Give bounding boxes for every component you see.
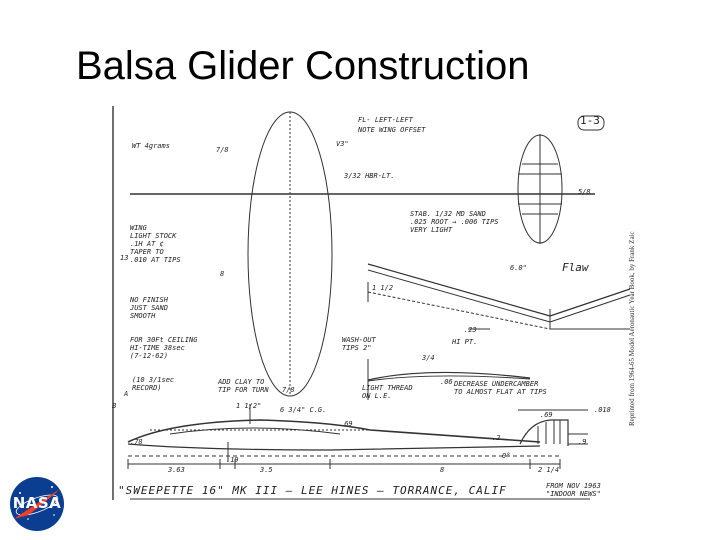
drawing-footer-title: "SWEEPETTE 16" MK III — LEE HINES — TORR… <box>118 484 507 497</box>
dim-2-half: 2 1/4 <box>538 466 560 474</box>
reprint-credit: Reprinted from 1964-65 Model Aeronautic … <box>628 231 636 426</box>
dim-3-5: 3.5 <box>260 466 273 474</box>
thread-note: LIGHT THREAD ON L.E. <box>362 384 413 400</box>
note-weight: WT 4grams <box>132 142 170 150</box>
dim-78b: .78 <box>130 438 143 446</box>
dim-69b: .69 <box>540 411 553 419</box>
clay-note: ADD CLAY TO TIP FOR TURN <box>218 378 269 394</box>
dim-78: 7/8 <box>282 386 295 394</box>
dihedral-left <box>367 263 551 317</box>
cg-dim: 1 1/2" <box>236 402 262 410</box>
camber-note: DECREASE UNDERCAMBER TO ALMOST FLAT AT T… <box>454 380 547 396</box>
dim-1-half: 1 1/2 <box>372 284 394 292</box>
dim-hi-pt: HI PT. <box>452 338 478 346</box>
rudder-outline <box>519 419 569 446</box>
record-note: (10 3/1sec RECORD) <box>132 376 175 392</box>
finish-note: NO FINISH JUST SAND SMOOTH <box>130 296 168 320</box>
plan-linework <box>112 106 631 500</box>
stab-spec-note: STAB. 1/32 MD SAND .025 ROOT → .006 TIPS… <box>410 210 499 234</box>
dim-3-4: 3/4 <box>422 354 435 362</box>
dim-8: 8 <box>440 466 445 474</box>
dim-tip: 7/8 <box>216 146 229 154</box>
dim-a: A <box>124 390 129 398</box>
dim-06: .06 <box>440 378 453 386</box>
dim-v3: V3" <box>336 140 349 148</box>
ceiling-note: FOR 30Ft CEILING HI-TIME 38sec (7-12-62) <box>130 336 198 360</box>
fuselage-bottom <box>127 443 541 451</box>
note-wing-offset: NOTE WING OFFSET <box>358 126 426 134</box>
dim-b: B <box>112 402 117 410</box>
nasa-logo-chevron <box>14 489 60 519</box>
nasa-logo: NASA <box>8 475 66 533</box>
dim-018: .018 <box>594 406 611 414</box>
dim-3-63: 3.63 <box>168 466 185 474</box>
cg-note: 6 3/4" C.G. <box>280 406 327 414</box>
dim-23: .23 <box>464 326 477 334</box>
note-hbr: 3/32 HBR-LT. <box>344 172 395 180</box>
fuselage-top <box>127 419 541 443</box>
dim-stab: 5/8 <box>578 188 591 196</box>
nasa-logo-text: NASA <box>12 494 62 512</box>
washout-note: WASH-OUT TIPS 2" <box>342 336 376 352</box>
glider-plan-drawing: 1-3 FL- LEFT-LEFT NOTE WING OFFSET WT 4g… <box>110 104 640 504</box>
slide-title: Balsa Glider Construction <box>76 44 530 88</box>
dihedral-right <box>549 288 631 317</box>
airfoil-top <box>367 371 531 381</box>
dim-6: 6.0" <box>510 264 527 272</box>
dim-9: .9 <box>578 438 587 446</box>
source-note: FROM NOV 1963 "INDOOR NEWS" <box>546 482 601 498</box>
dim-8-left: 8 <box>220 270 225 278</box>
dim-13: 13 <box>120 254 129 262</box>
wing-spec-note: WING LIGHT STOCK .1H AT ¢ TAPER TO .010 … <box>130 224 181 264</box>
note-fl: FL- LEFT-LEFT <box>358 116 413 124</box>
dim-0: 0° <box>502 452 511 460</box>
sheet-number: 1-3 <box>580 114 600 127</box>
signature: Flaw <box>562 261 589 274</box>
dim-69: .69 <box>340 420 353 428</box>
dim-19: .19 <box>226 456 239 464</box>
dim-2: .2 <box>492 434 501 442</box>
